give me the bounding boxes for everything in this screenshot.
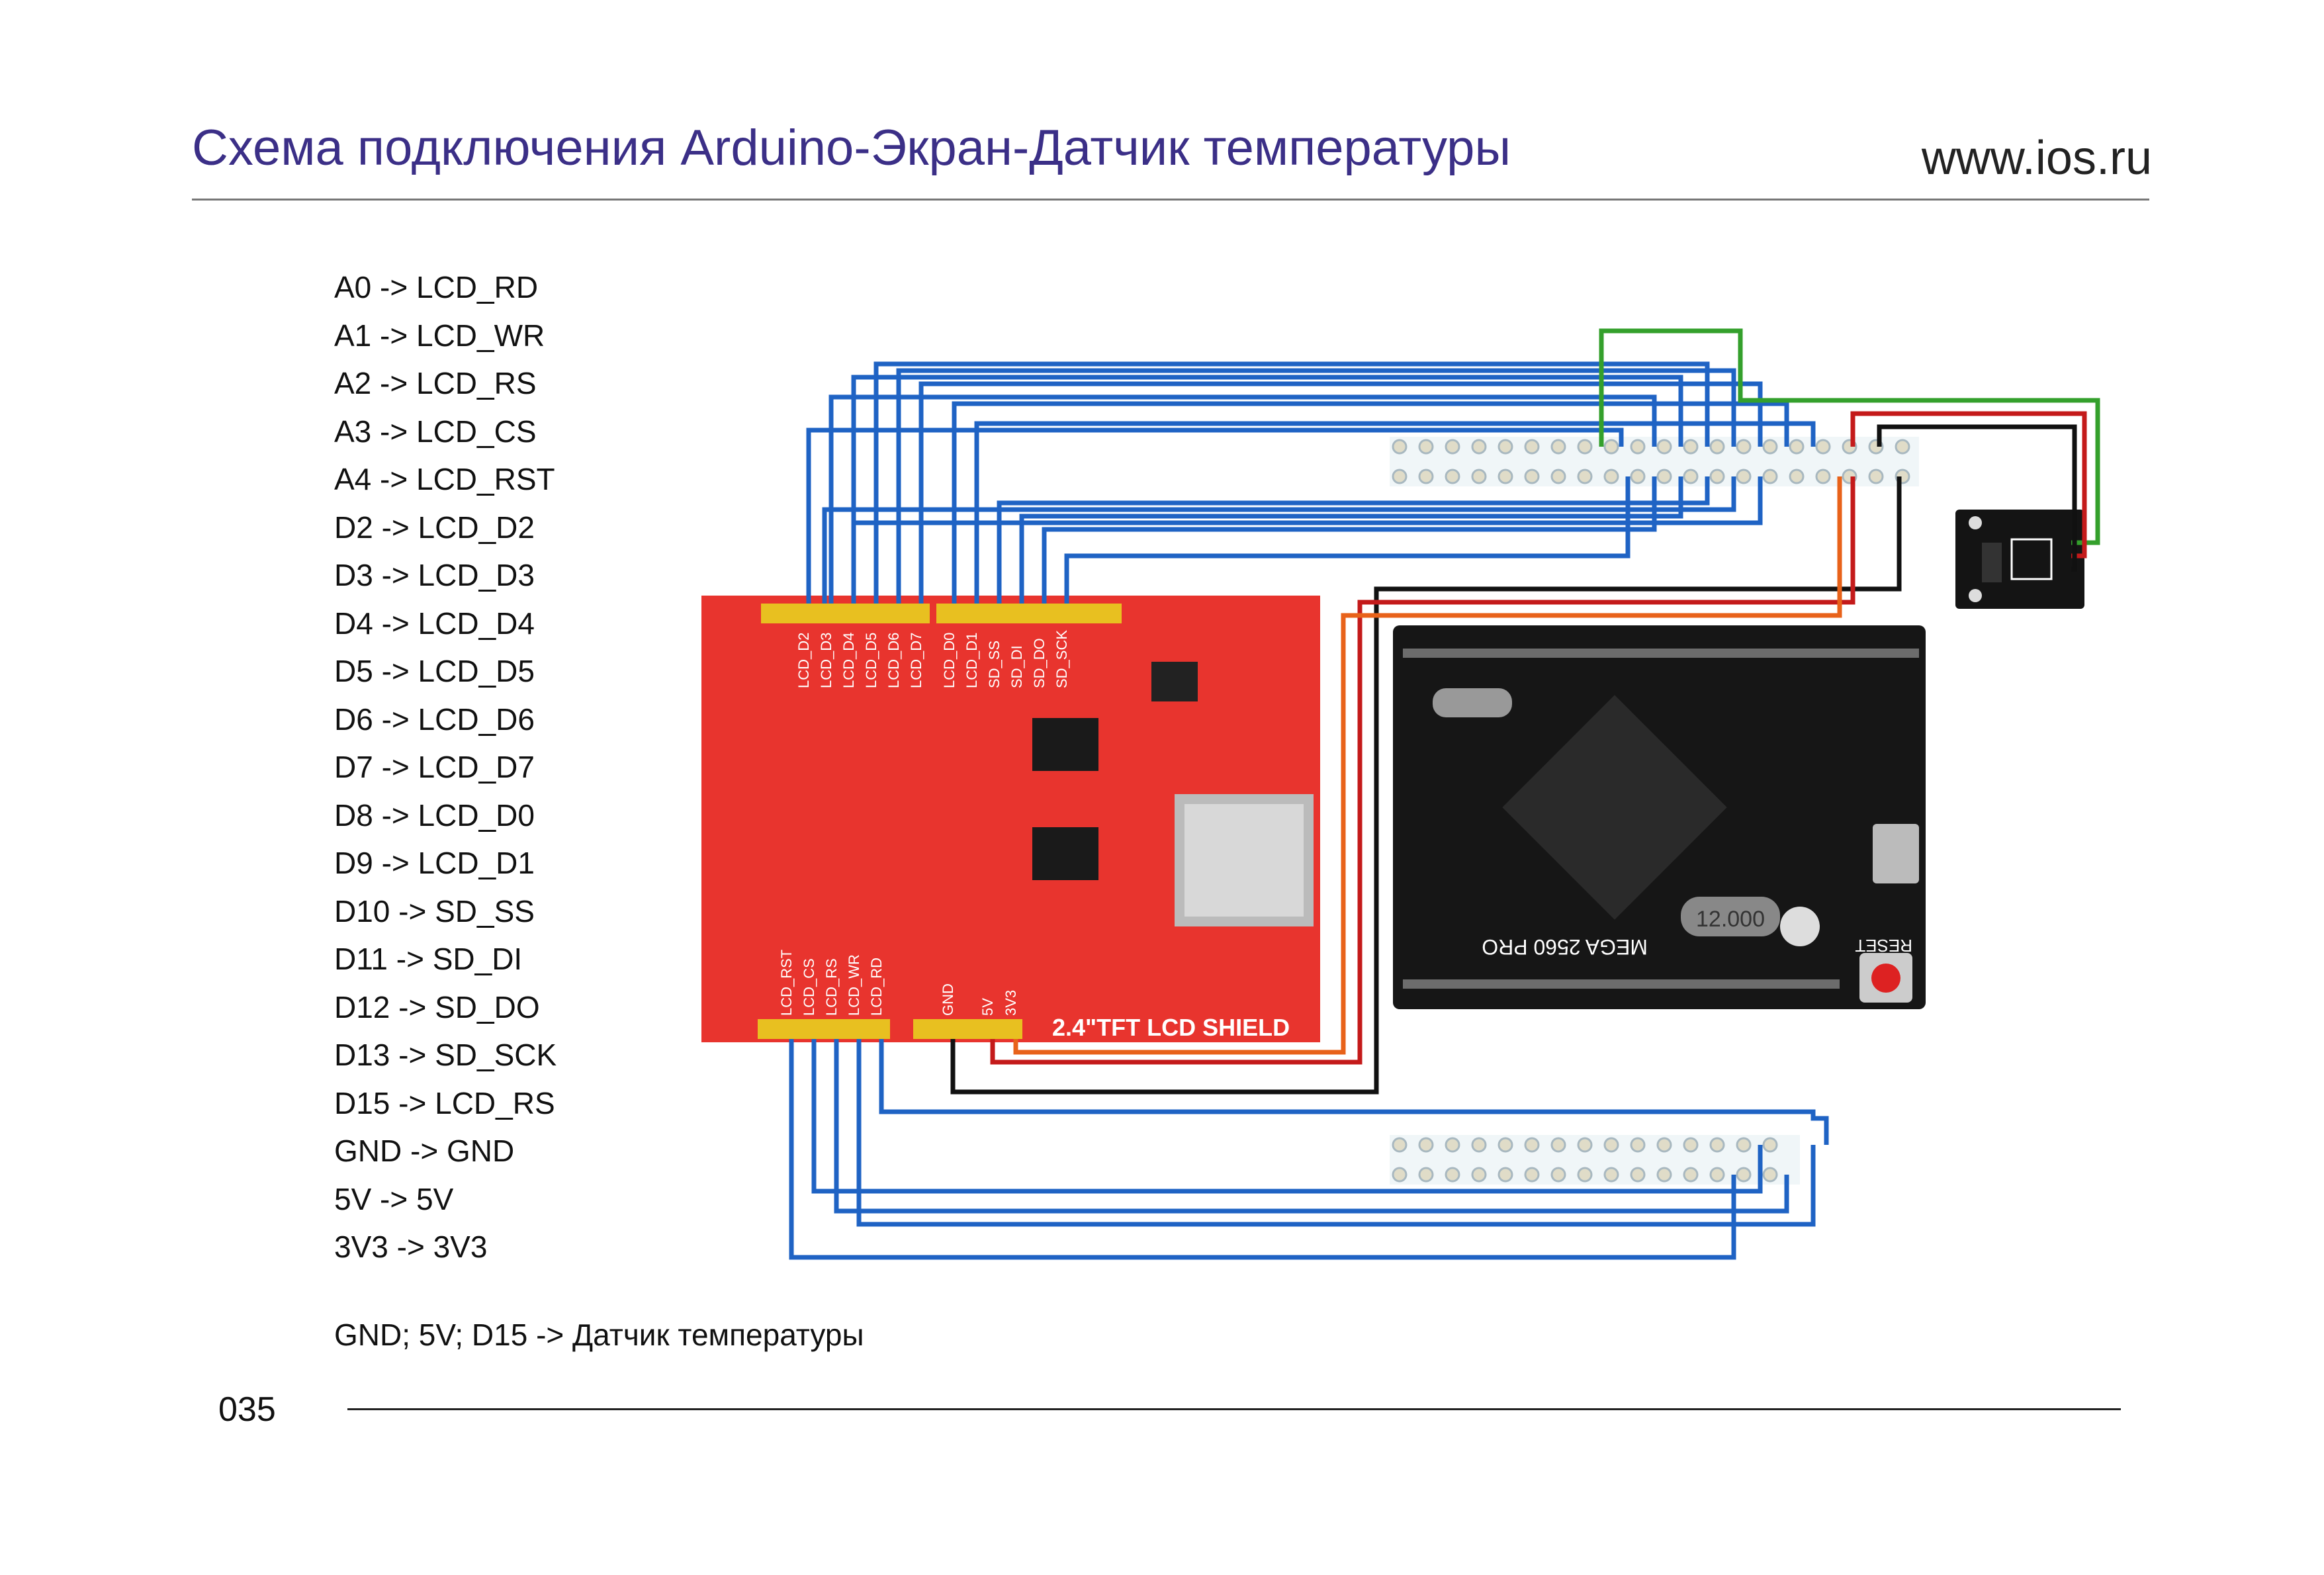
connection-item: D13 -> SD_SCK [334,1038,557,1072]
connection-item: 5V -> 5V [334,1181,454,1216]
board-label: MEGA 2560 PRO [1482,935,1648,959]
sensor-5v-wire [1850,411,2087,559]
3v3-wire-shield [1013,476,1842,1055]
j1-pin-label: LCD_D1 [963,633,980,688]
data-wires-top [806,361,1816,604]
j2-pin-label: LCD_D2 [795,633,812,688]
connection-item: D11 -> SD_DI [334,942,523,976]
connection-item: A0 -> LCD_RD [334,270,539,304]
connection-item: GND -> GND [334,1134,515,1168]
connection-item: D10 -> SD_SS [334,893,535,928]
connection-item: A2 -> LCD_RS [334,366,537,400]
arduino-mega-board: 12.000 MEGA 2560 PRO RESET [1393,625,1926,1009]
j2-pin-label: LCD_D5 [863,633,879,688]
5v-wire-shield [990,476,1855,1065]
page-number: 035 [218,1390,276,1429]
sensor-note: GND; 5V; D15 -> Датчик температуры [334,1318,864,1352]
site-url: www.ios.ru [1921,132,2152,185]
j1-pin-label: SD_DO [1031,638,1048,688]
gnd-wire-shield [950,476,1902,1095]
connection-list: A0 -> LCD_RD A1 -> LCD_WR A2 -> LCD_RS A… [334,263,557,1271]
j1-pin-label: SD_SCK [1053,630,1070,688]
top-pin-header [1390,437,1919,486]
j4-pin-label: GND [940,983,956,1016]
connection-item: 3V3 -> 3V3 [334,1230,488,1264]
j3-pin-label: LCD_WR [846,954,862,1016]
j2-pin-label: LCD_D4 [840,633,857,688]
j2-pin-label: LCD_D7 [908,633,924,688]
connection-item: A4 -> LCD_RST [334,462,555,496]
footer-divider [347,1408,2121,1410]
connection-item: A3 -> LCD_CS [334,414,537,449]
connection-item: D12 -> SD_DO [334,989,540,1024]
connection-item: A1 -> LCD_WR [334,318,545,353]
sensor-signal-wire [1599,328,2100,545]
j4-pin-label: 5V [979,998,996,1016]
connection-item: D3 -> LCD_D3 [334,558,535,592]
j4-pin-label: 3V3 [1003,990,1019,1016]
j3-pin-label: LCD_RD [868,958,885,1016]
j1-pin-label: SD_SS [986,641,1003,688]
j3-pin-label: LCD_RST [778,950,795,1016]
crystal-label: 12.000 [1696,907,1765,932]
reset-label: RESET [1855,936,1912,956]
connection-item: D2 -> LCD_D2 [334,510,535,545]
j1-pin-label: SD_DI [1008,645,1025,688]
sensor-gnd-wire [1877,424,2077,572]
connection-item: D8 -> LCD_D0 [334,797,535,832]
lcd-shield: 2.4"TFT LCD SHIELD LCD_D2 LCD_D3 LCD_D4 … [701,596,1320,1042]
temperature-sensor-module [1955,510,2084,609]
j1-pin-label: LCD_D0 [941,633,958,688]
shield-label: 2.4"TFT LCD SHIELD [1052,1014,1290,1041]
j3-pin-label: LCD_CS [801,958,817,1016]
page-title: Схема подключения Arduino-Экран-Датчик т… [192,120,1511,176]
j2-pin-label: LCD_D3 [818,633,834,688]
connection-item: D9 -> LCD_D1 [334,846,535,880]
connection-item: D5 -> LCD_D5 [334,654,535,688]
title-divider [192,199,2149,201]
j2-pin-label: LCD_D6 [885,633,902,688]
j3-pin-label: LCD_RS [823,958,840,1016]
bottom-pin-header [1390,1135,1800,1185]
connection-item: D7 -> LCD_D7 [334,750,535,784]
connection-item: D6 -> LCD_D6 [334,701,535,737]
connection-item: D4 -> LCD_D4 [334,606,535,641]
connection-item: D15 -> LCD_RS [334,1085,555,1120]
data-wires-bottom [789,1039,1829,1260]
